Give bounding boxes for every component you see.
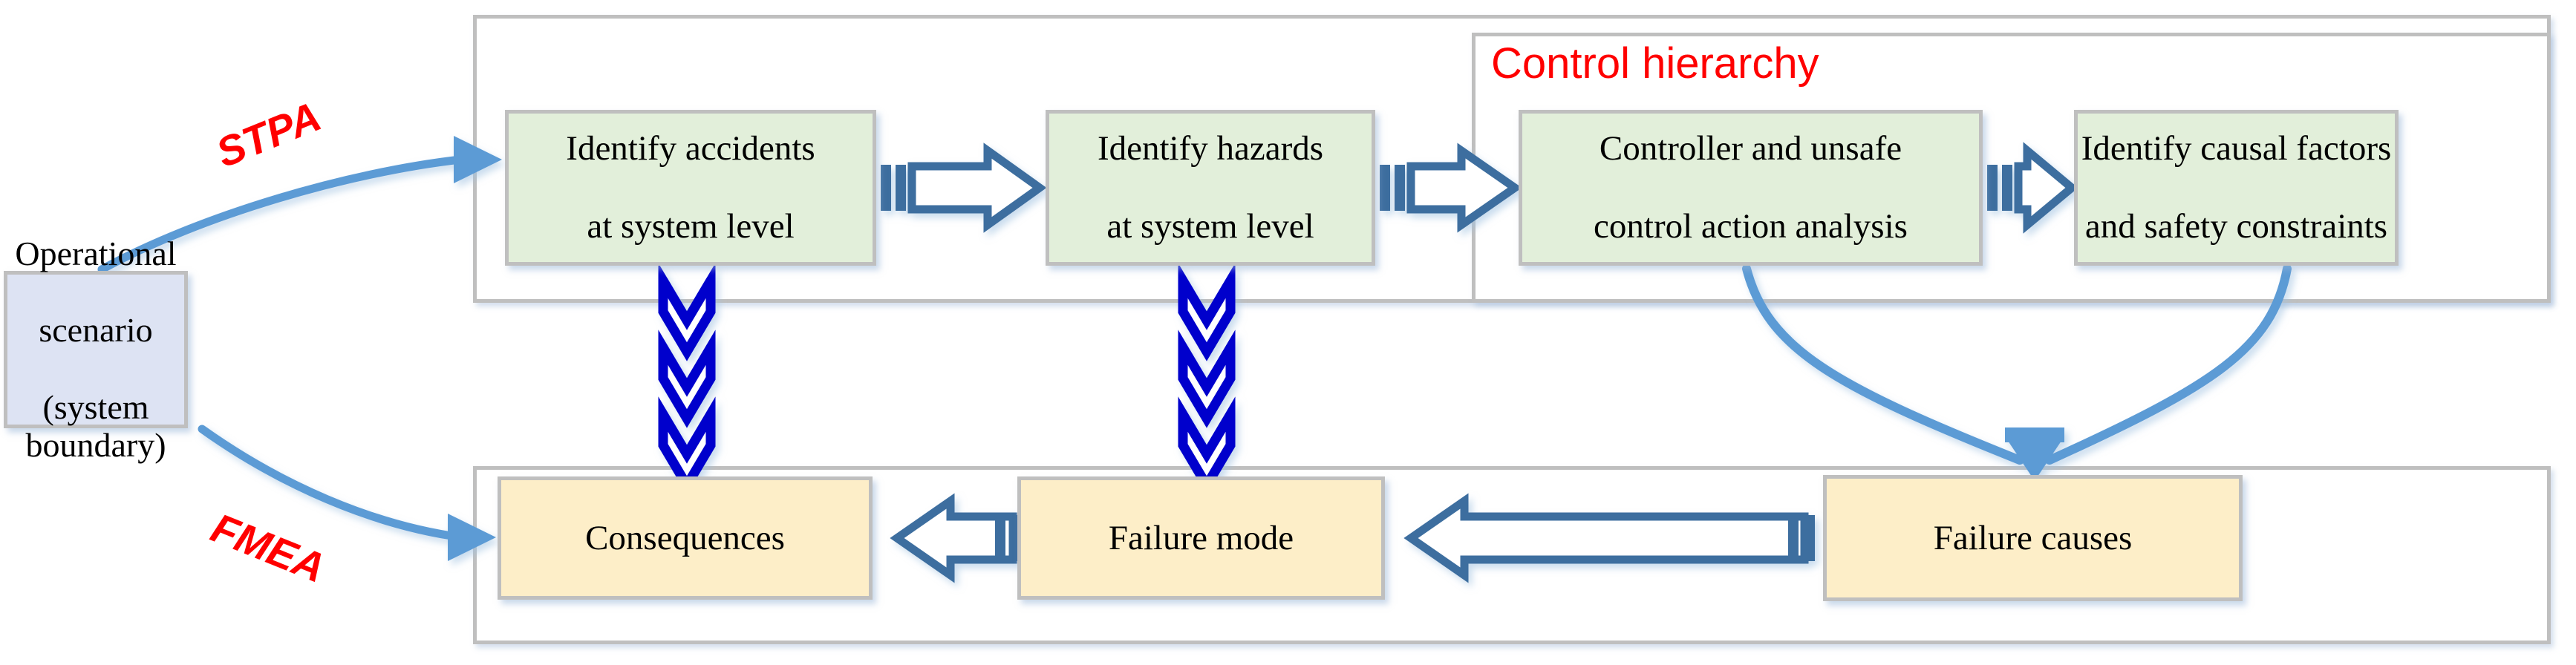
node-text: Failure causes bbox=[1933, 518, 2133, 557]
node-text: Identify accidents at system level bbox=[566, 129, 815, 246]
node-failure-causes[interactable]: Failure causes bbox=[1823, 475, 2243, 601]
node-line-1: Controller and unsafe bbox=[1599, 129, 1902, 168]
node-line-2: control action analysis bbox=[1594, 207, 1908, 246]
node-identify-accidents[interactable]: Identify accidents at system level bbox=[505, 110, 876, 266]
node-line-2: and safety constraints bbox=[2084, 207, 2388, 246]
node-identify-hazards[interactable]: Identify hazards at system level bbox=[1046, 110, 1375, 266]
node-line-2: at system level bbox=[587, 207, 795, 246]
node-line-2: at system level bbox=[1106, 207, 1314, 246]
node-text: Controller and unsafe control action anal… bbox=[1594, 129, 1908, 246]
node-operational-scenario[interactable]: Operational scenario (system boundary) bbox=[4, 235, 188, 464]
node-line-3: (system boundary) bbox=[25, 387, 166, 465]
node-line-1: Identify causal factors bbox=[2081, 129, 2392, 168]
label-stpa: STPA bbox=[209, 92, 327, 177]
node-text: Identify hazards at system level bbox=[1098, 129, 1323, 246]
label-fmea: FMEA bbox=[205, 503, 332, 592]
chevron-stack-accidents-to-consequences bbox=[658, 263, 716, 495]
chevron-stack-hazards-to-failuremode bbox=[1178, 263, 1236, 495]
label-control-hierarchy: Control hierarchy bbox=[1491, 39, 1819, 88]
node-line-1: Operational bbox=[15, 235, 177, 273]
node-line-1: Identify hazards bbox=[1097, 129, 1324, 168]
node-text: Failure mode bbox=[1108, 518, 1294, 557]
node-text: Identify causal factors and safety constr… bbox=[2081, 129, 2392, 246]
node-text: Operational scenario (system boundary) bbox=[7, 235, 184, 464]
node-line-2: scenario bbox=[39, 311, 153, 350]
node-consequences[interactable]: Consequences bbox=[498, 476, 873, 600]
node-text: Consequences bbox=[585, 518, 785, 557]
node-failure-mode[interactable]: Failure mode bbox=[1017, 476, 1385, 600]
node-line-1: Identify accidents bbox=[566, 129, 815, 168]
node-causal-factors[interactable]: Identify causal factors and safety constr… bbox=[2074, 110, 2399, 266]
node-controller-uca[interactable]: Controller and unsafe control action anal… bbox=[1519, 110, 1983, 266]
